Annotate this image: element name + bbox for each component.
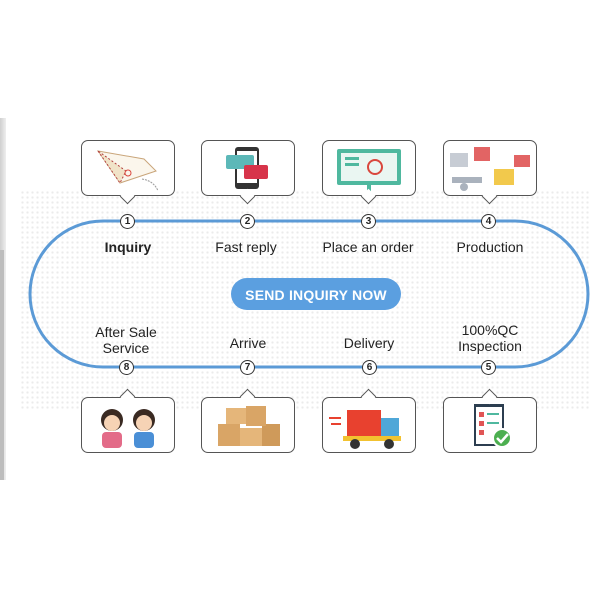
step-label-fast-reply: Fast reply <box>215 239 277 255</box>
step-label-inquiry: Inquiry <box>104 239 152 255</box>
step-number-3: 3 <box>361 214 376 229</box>
factory-line-icon <box>450 147 530 191</box>
qc-line2: Inspection <box>458 338 522 354</box>
step-label-arrive: Arrive <box>229 335 267 351</box>
step-number-2: 2 <box>240 214 255 229</box>
checklist-icon <box>474 404 512 448</box>
scrollbar-thumb[interactable] <box>0 250 4 480</box>
step-label-delivery: Delivery <box>343 335 395 351</box>
qc-image-box <box>443 397 537 453</box>
qc-line1: 100%QC <box>461 322 519 338</box>
after-sale-line2: Service <box>102 340 150 356</box>
send-inquiry-button[interactable]: SEND INQUIRY NOW <box>231 278 401 310</box>
support-staff-icon <box>101 409 155 448</box>
after-sale-line1: After Sale <box>95 324 157 340</box>
step-label-production: Production <box>456 239 524 255</box>
step-number-4: 4 <box>481 214 496 229</box>
phone-chat-icon <box>226 147 268 189</box>
step-number-6: 6 <box>362 360 377 375</box>
production-image-box <box>443 140 537 196</box>
step-number-8: 8 <box>119 360 134 375</box>
step-number-1: 1 <box>120 214 135 229</box>
order-image-box <box>322 140 416 196</box>
truck-icon <box>329 410 401 449</box>
step-number-7: 7 <box>240 360 255 375</box>
inquiry-image-box <box>81 140 175 196</box>
step-label-qc-inspection: 100%QC Inspection <box>430 322 550 354</box>
boxes-icon <box>218 406 280 446</box>
paper-plane-envelope-icon <box>96 150 159 192</box>
step-number-5: 5 <box>481 360 496 375</box>
step-label-after-sale: After Sale Service <box>66 324 186 356</box>
after-sale-image-box <box>81 397 175 453</box>
step-label-place-order: Place an order <box>322 239 414 255</box>
delivery-image-box <box>322 397 416 453</box>
arrive-image-box <box>201 397 295 453</box>
online-cart-icon <box>337 149 401 193</box>
fast-reply-image-box <box>201 140 295 196</box>
